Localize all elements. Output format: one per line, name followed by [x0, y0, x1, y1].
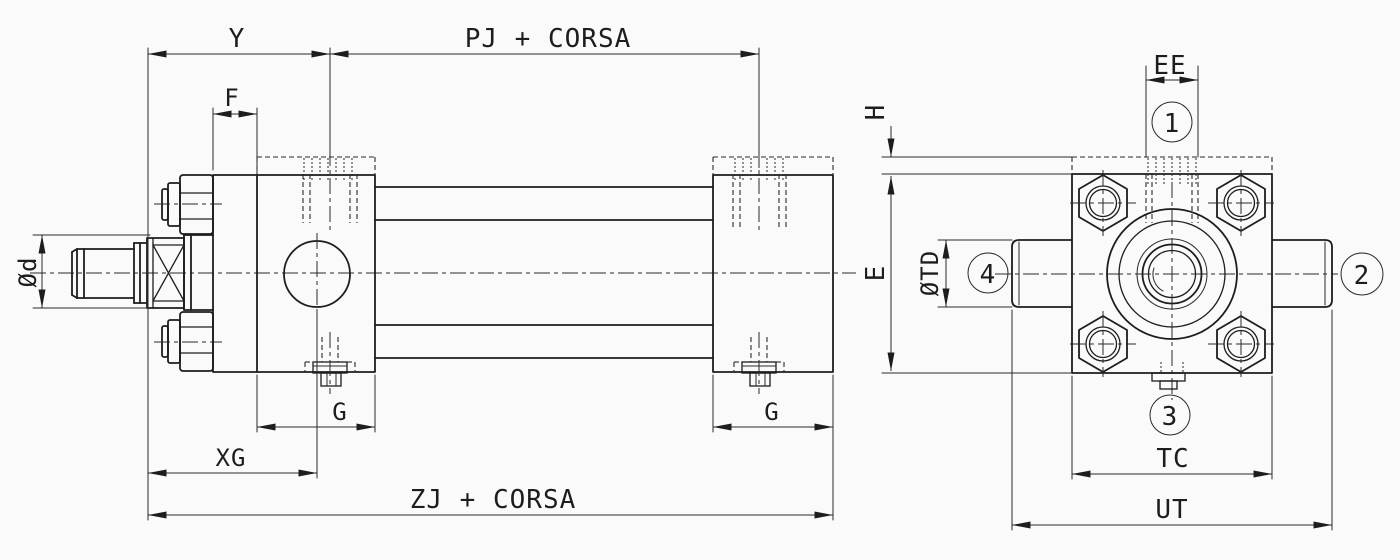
- dim-rod-diameter: Ød: [14, 235, 46, 308]
- dim-label-ee: EE: [1153, 51, 1186, 81]
- dim-label-td: ØTD: [916, 250, 944, 296]
- dim-label-zj-corsa: ZJ + CORSA: [410, 485, 577, 515]
- tie-rod-nut-top: [154, 174, 222, 235]
- callout-4-number: 4: [980, 260, 997, 290]
- dim-label-ut: UT: [1155, 495, 1188, 525]
- dim-ee: EE: [1146, 51, 1198, 84]
- front-drain-plug: [304, 332, 356, 394]
- callout-3-number: 3: [1162, 402, 1179, 432]
- trunnion-pin-right: [1271, 239, 1333, 308]
- tie-rod-nut-bottom-right: [1208, 311, 1274, 377]
- dim-h: H: [861, 104, 895, 157]
- rod-gland-boss: [183, 234, 214, 311]
- callout-1-number: 1: [1164, 109, 1181, 139]
- tie-rod-nut-top-right: [1208, 170, 1274, 236]
- dim-xg: XG: [148, 444, 317, 477]
- end-drain-plug: [1151, 362, 1186, 390]
- side-view: Y PJ + CORSA F Ød G G XG ZJ + CORSA: [14, 24, 856, 521]
- rear-head: [712, 150, 834, 394]
- dim-ut: UT: [1012, 495, 1332, 529]
- cylinder-tube: [374, 186, 714, 359]
- dim-label-h: H: [861, 104, 891, 121]
- tie-rod-nut-bottom-left: [1070, 311, 1136, 377]
- dim-y: Y: [148, 24, 330, 58]
- dim-label-pj-corsa: PJ + CORSA: [465, 24, 632, 54]
- end-view: EE H E ØTD TC UT 1 2: [861, 51, 1384, 531]
- callout-3: 3: [1149, 394, 1191, 436]
- tie-rod-nut-top-left: [1070, 170, 1136, 236]
- callout-2-number: 2: [1354, 261, 1371, 291]
- callout-2: 2: [1340, 252, 1384, 296]
- dim-g-rear: G: [713, 398, 833, 431]
- callout-4: 4: [967, 252, 1009, 294]
- dim-label-g-rear: G: [764, 398, 779, 426]
- dim-g-front: G: [257, 398, 375, 431]
- dim-e: E: [861, 176, 895, 371]
- dim-tc: TC: [1072, 444, 1272, 478]
- front-port-hidden: [256, 150, 376, 232]
- gland-boss-circles: [1106, 208, 1238, 340]
- dim-label-e: E: [861, 265, 891, 282]
- dim-zj-corsa: ZJ + CORSA: [148, 485, 833, 519]
- dim-label-xg: XG: [216, 444, 247, 472]
- dim-pj-corsa: PJ + CORSA: [330, 24, 759, 58]
- trunnion-pin-left: [1011, 239, 1073, 308]
- dim-label-f: F: [224, 84, 239, 112]
- extension-lines-side: [32, 47, 834, 521]
- rear-drain-plug: [733, 332, 785, 394]
- rear-port-hidden: [712, 150, 834, 232]
- dim-label-y: Y: [229, 24, 246, 54]
- callout-1: 1: [1151, 101, 1193, 143]
- dim-td: ØTD: [916, 240, 950, 307]
- dim-label-g-front: G: [332, 398, 347, 426]
- piston-rod: [71, 242, 148, 304]
- dim-label-tc: TC: [1156, 444, 1189, 474]
- front-head: [212, 150, 376, 394]
- dim-label-rod-diameter: Ød: [14, 257, 42, 288]
- extension-lines-end: [881, 65, 1333, 531]
- tie-rod-nut-bottom: [154, 311, 222, 372]
- dim-f: F: [213, 84, 257, 118]
